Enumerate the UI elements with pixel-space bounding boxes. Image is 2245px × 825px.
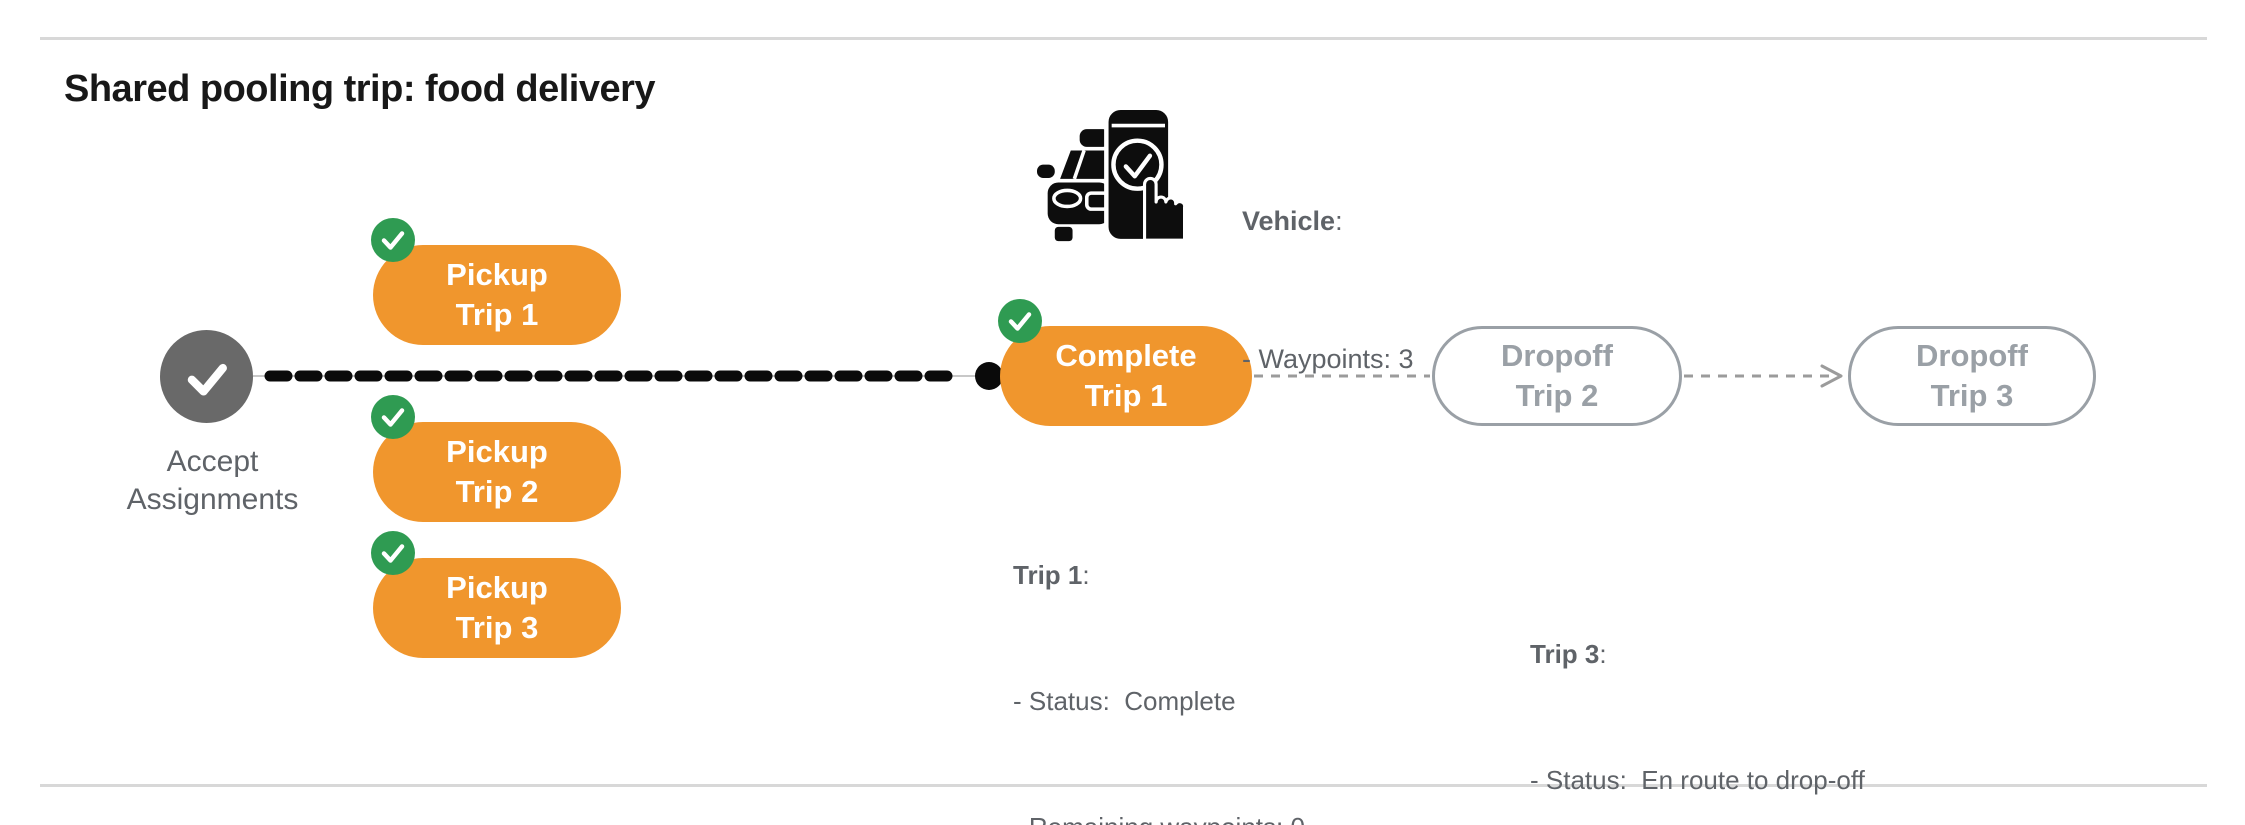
page-title: Shared pooling trip: food delivery (64, 68, 656, 110)
check-badge-icon (371, 395, 415, 439)
arrowhead-icon (1820, 364, 1843, 388)
vehicle-phone-check-icon (1037, 105, 1187, 244)
pill-label-line2: Trip 3 (1930, 378, 2014, 413)
accept-label-line2: Assignments (126, 483, 299, 516)
pill-label-line1: Pickup (446, 434, 548, 469)
pill-label-line1: Dropoff (1501, 338, 1613, 373)
pill-label-line1: Pickup (446, 257, 548, 292)
vehicle-waypoints-line: - Waypoints: 3 (1242, 344, 1414, 374)
pill-label-line1: Dropoff (1916, 338, 2028, 373)
trip1-heading: Trip 1: (1013, 554, 1348, 596)
pill-label-line2: Trip 2 (455, 474, 539, 509)
node-pickup-trip-3: Pickup Trip 3 (371, 531, 621, 658)
trip1-heading-label: Trip 1 (1013, 560, 1083, 590)
check-badge-icon (371, 531, 415, 575)
headlight-icon (1052, 188, 1083, 209)
pill-label-line1: Complete (1055, 338, 1197, 373)
trip3-heading: Trip 3: (1530, 633, 1865, 675)
trip3-heading-label: Trip 3 (1530, 639, 1600, 669)
node-dropoff-trip-3: Dropoff Trip 3 (1848, 326, 2096, 426)
node-complete-trip-1: Complete Trip 1 (998, 299, 1252, 426)
trip1-heading-colon: : (1082, 560, 1090, 590)
node-pickup-trip-2: Pickup Trip 2 (371, 395, 621, 522)
accept-label-line1: Accept (166, 445, 259, 478)
trip-details-right: Trip 3: - Status: En route to drop-off -… (1530, 549, 1865, 825)
accept-assignments-node (160, 330, 253, 423)
trip3-status-line: - Status: En route to drop-off (1530, 765, 1865, 795)
vehicle-heading-colon: : (1335, 206, 1343, 236)
pill-label-line2: Trip 3 (455, 610, 539, 645)
route-dot (975, 362, 1003, 390)
accept-assignments-label: Accept Assignments (80, 443, 345, 519)
node-dropoff-trip-2: Dropoff Trip 2 (1432, 326, 1682, 426)
trip3-heading-colon: : (1599, 639, 1607, 669)
trip1-remaining-line: - Remaining waypoints: 0 (1013, 806, 1348, 825)
hand-icon (1142, 176, 1187, 242)
check-circle-icon (1111, 138, 1164, 191)
top-divider (40, 37, 2207, 40)
vehicle-heading: Vehicle: (1242, 198, 1414, 244)
check-icon (187, 363, 227, 396)
check-badge-icon (371, 218, 415, 262)
vehicle-info: Vehicle: - Waypoints: 3 (1242, 106, 1414, 474)
node-pickup-trip-1: Pickup Trip 1 (371, 218, 621, 345)
car-icon (1037, 129, 1110, 242)
trip-details-left: Trip 1: - Status: Complete - Remaining w… (1013, 470, 1348, 825)
trip1-status-line: - Status: Complete (1013, 686, 1236, 716)
pill-label-line2: Trip 1 (1084, 378, 1168, 413)
pill-label-line2: Trip 2 (1515, 378, 1599, 413)
pill-label-line2: Trip 1 (455, 297, 539, 332)
bottom-divider (40, 784, 2207, 787)
check-badge-icon (998, 299, 1042, 343)
vehicle-heading-label: Vehicle (1242, 206, 1336, 236)
pill-label-line1: Pickup (446, 570, 548, 605)
